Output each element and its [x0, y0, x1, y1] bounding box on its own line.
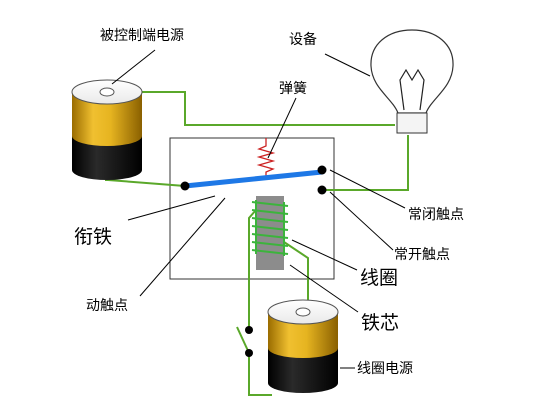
controlled-power-label: 被控制端电源: [100, 28, 184, 44]
armature-pivot-dot: [180, 181, 190, 191]
relay-housing: [169, 137, 335, 280]
spring-icon: [256, 138, 276, 178]
armature: [182, 169, 325, 189]
iron-core: [256, 196, 284, 270]
coil-label: 线圈: [360, 267, 398, 289]
load-circuit-wires: [105, 91, 409, 191]
nc-contact-label: 常闭触点: [408, 207, 464, 223]
armature-label: 衔铁: [74, 226, 112, 248]
battery-icon: [71, 79, 143, 180]
nc-contact-dot: [317, 165, 327, 175]
moving-contact-label: 动触点: [86, 298, 128, 314]
coil-power-label: 线圈电源: [357, 361, 413, 377]
switch-dot-top: [245, 326, 253, 334]
battery-icon: [267, 299, 339, 393]
no-contact-label: 常开触点: [394, 247, 450, 263]
light-bulb-icon: [370, 29, 454, 134]
coil-windings: [251, 200, 289, 256]
no-contact-dot: [317, 185, 327, 195]
iron-core-label: 铁芯: [361, 312, 399, 334]
spring-label: 弹簧: [279, 81, 307, 97]
switch-dot-bottom: [245, 349, 253, 357]
leader-lines: [111, 49, 406, 369]
device-label: 设备: [289, 31, 317, 48]
